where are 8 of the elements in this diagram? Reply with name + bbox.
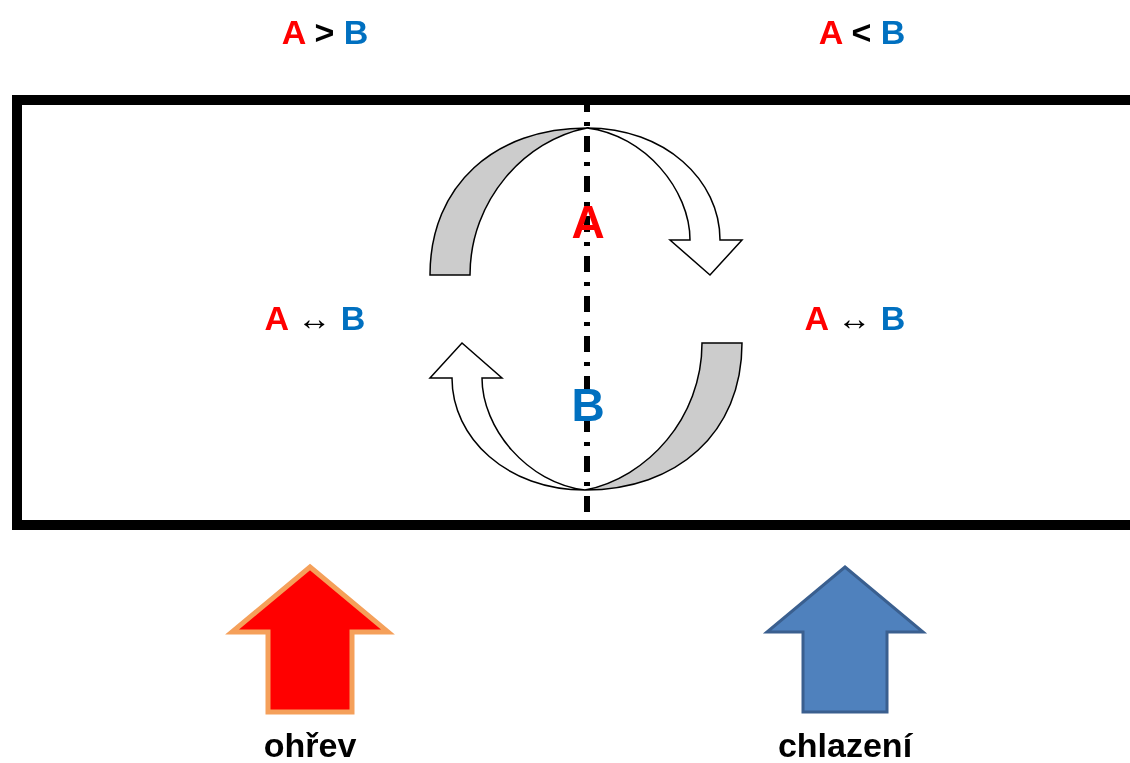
label-text: A ↔ B (804, 301, 906, 335)
label-text: A (571, 199, 605, 245)
label-text: chlazení (777, 728, 913, 762)
label-text: B (571, 382, 605, 428)
label-text: A ↔ B (264, 301, 366, 335)
label-text: A < B (818, 15, 906, 49)
label-text: A > B (281, 15, 369, 49)
label-text: ohřev (263, 728, 357, 762)
